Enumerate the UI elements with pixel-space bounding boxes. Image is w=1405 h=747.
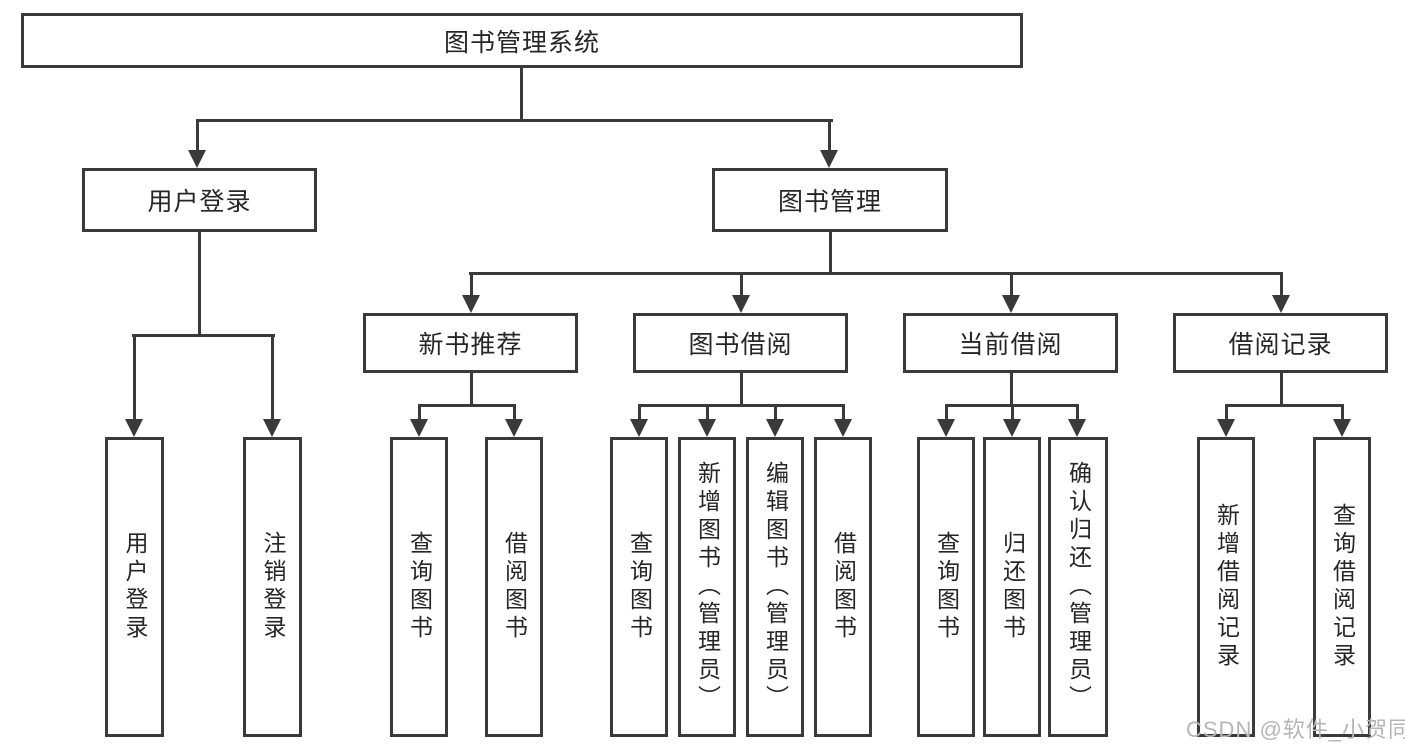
edge-root-bar <box>196 119 833 122</box>
leaf-query-borrow-record: 查询借阅记录 <box>1313 437 1371 737</box>
node-label: 当前借阅 <box>958 331 1063 359</box>
node-book-borrow: 图书借阅 <box>633 313 848 373</box>
leaf-label: 查询图书 <box>406 531 433 643</box>
edge-book-borrow-stem <box>740 373 743 406</box>
arrow-to-current-borrow <box>1002 295 1020 313</box>
edge-leaf-stem <box>513 404 516 422</box>
arrow-to-leaf <box>834 419 852 437</box>
edge-to-current-borrow-stem <box>1010 272 1013 297</box>
edge-leaf-stem <box>1225 404 1228 422</box>
arrow-to-new-book <box>462 295 480 313</box>
edge-book-borrow-bar <box>638 404 845 407</box>
leaf-label: 查询借阅记录 <box>1329 503 1356 671</box>
node-label: 借阅记录 <box>1228 331 1333 359</box>
arrow-to-book-management <box>820 150 838 168</box>
edge-leaf-stem <box>1011 404 1014 422</box>
leaf-add-books-admin: 新增图书（管理员） <box>678 437 736 737</box>
edge-leaf-stem <box>774 404 777 422</box>
leaf-query-books-borrow: 查询图书 <box>610 437 668 737</box>
leaf-confirm-return-admin: 确认归还（管理员） <box>1048 437 1108 737</box>
leaf-query-books-current: 查询图书 <box>917 437 975 737</box>
edge-to-book-management-stem <box>828 119 831 154</box>
edge-leaf-stem <box>638 404 641 422</box>
arrow-to-leaf <box>1217 419 1235 437</box>
arrow-to-borrow-records <box>1272 295 1290 313</box>
edge-to-leaf-logout-stem <box>271 334 274 422</box>
edge-book-management-stem <box>829 232 832 275</box>
node-new-book-recommend: 新书推荐 <box>363 313 578 373</box>
arrow-to-leaf-logout <box>263 419 281 437</box>
arrow-to-leaf <box>1333 419 1351 437</box>
node-label: 图书借阅 <box>688 331 793 359</box>
leaf-label: 确认归还（管理员） <box>1065 461 1092 713</box>
edge-to-leaf-login-stem <box>133 334 136 422</box>
edge-leaf-stem <box>418 404 421 422</box>
node-library-management-system: 图书管理系统 <box>21 13 1023 68</box>
leaf-query-books-recommend: 查询图书 <box>390 437 448 737</box>
leaf-borrow-books: 借阅图书 <box>814 437 872 737</box>
edge-to-borrow-records-stem <box>1280 272 1283 297</box>
edge-leaf-stem <box>1076 404 1079 422</box>
watermark-text: CSDN @软件_小贺同学 <box>1186 717 1405 742</box>
node-label: 新书推荐 <box>418 331 523 359</box>
arrow-to-leaf <box>505 419 523 437</box>
node-label: 图书管理系统 <box>443 28 600 57</box>
node-book-management: 图书管理 <box>712 168 948 232</box>
edge-leaf-stem <box>945 404 948 422</box>
node-user-login: 用户登录 <box>82 168 317 232</box>
arrow-to-leaf <box>410 419 428 437</box>
edge-user-login-stem <box>198 232 201 336</box>
node-label: 用户登录 <box>147 188 252 216</box>
arrow-to-leaf <box>766 419 784 437</box>
arrow-to-leaf <box>1068 419 1086 437</box>
leaf-label: 查询图书 <box>626 531 653 643</box>
leaf-label: 归还图书 <box>999 531 1026 643</box>
arrow-to-user-login <box>188 150 206 168</box>
edge-borrow-records-stem <box>1280 373 1283 406</box>
leaf-return-books: 归还图书 <box>983 437 1041 737</box>
arrow-to-leaf <box>630 419 648 437</box>
edge-leaf-stem <box>706 404 709 422</box>
node-current-borrow: 当前借阅 <box>903 313 1118 373</box>
edge-to-book-borrow-stem <box>740 272 743 297</box>
arrow-to-leaf <box>698 419 716 437</box>
edge-to-new-book-stem <box>470 272 473 297</box>
arrow-to-leaf-login <box>125 419 143 437</box>
leaf-label: 借阅图书 <box>830 531 857 643</box>
edge-to-user-login-stem <box>196 119 199 154</box>
edge-leaf-stem <box>1341 404 1344 422</box>
node-borrow-records: 借阅记录 <box>1173 313 1388 373</box>
edge-book-management-bar <box>469 272 1282 275</box>
edge-new-book-stem <box>470 373 473 406</box>
leaf-label: 借阅图书 <box>501 531 528 643</box>
leaf-logout: 注销登录 <box>243 437 302 737</box>
leaf-label: 查询图书 <box>933 531 960 643</box>
leaf-add-borrow-record: 新增借阅记录 <box>1197 437 1255 737</box>
arrow-to-leaf <box>1003 419 1021 437</box>
leaf-label: 用户登录 <box>122 531 148 643</box>
leaf-label: 新增借阅记录 <box>1213 503 1240 671</box>
arrow-to-leaf <box>937 419 955 437</box>
leaf-borrow-books-recommend: 借阅图书 <box>485 437 543 737</box>
edge-leaf-stem <box>842 404 845 422</box>
edge-current-borrow-stem <box>1010 373 1013 406</box>
edge-user-login-bar <box>132 334 275 337</box>
edge-borrow-records-bar <box>1225 404 1344 407</box>
leaf-edit-books-admin: 编辑图书（管理员） <box>746 437 804 737</box>
leaf-label: 注销登录 <box>260 531 286 643</box>
edge-new-book-bar <box>418 404 515 407</box>
leaf-user-login: 用户登录 <box>105 437 164 737</box>
edge-root-stem <box>520 68 523 122</box>
leaf-label: 编辑图书（管理员） <box>762 461 789 713</box>
node-label: 图书管理 <box>777 188 882 216</box>
arrow-to-book-borrow <box>732 295 750 313</box>
leaf-label: 新增图书（管理员） <box>694 461 721 713</box>
